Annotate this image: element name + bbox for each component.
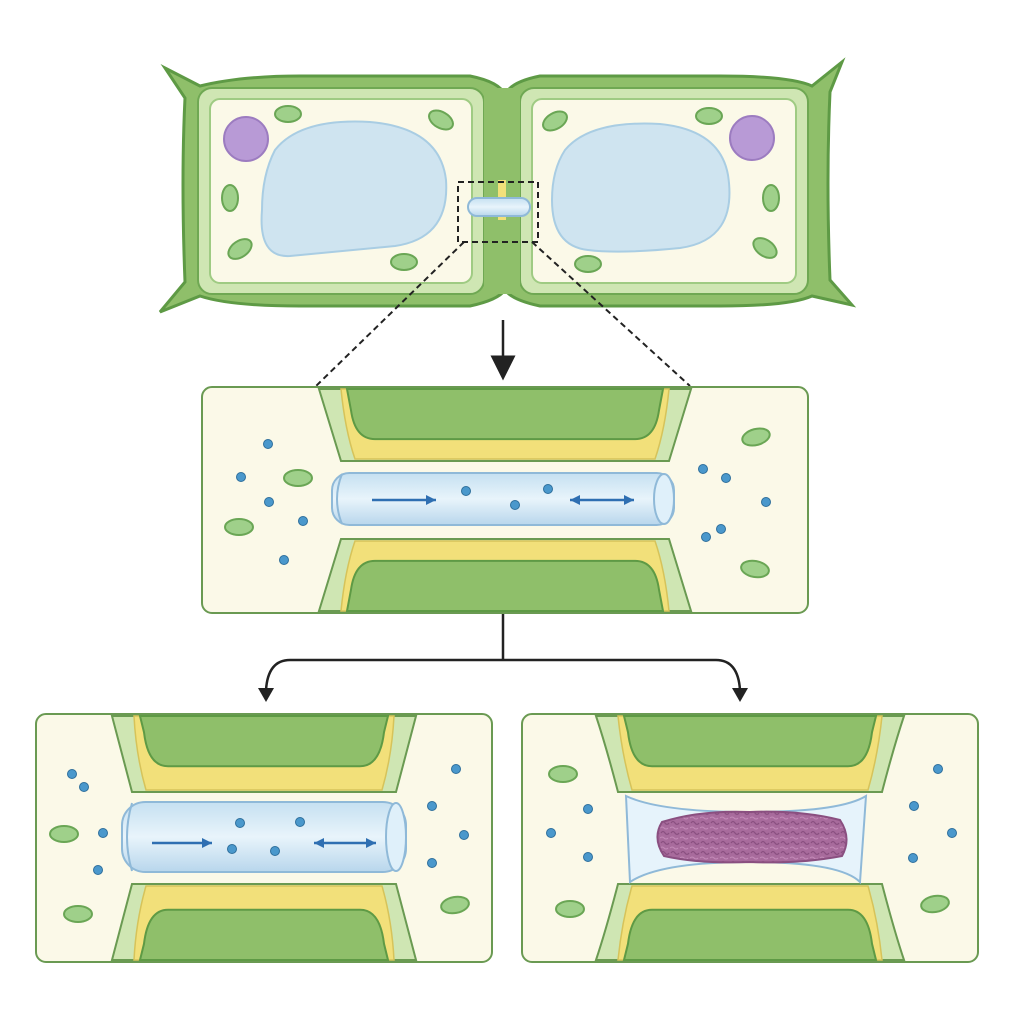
plasmodesma-tube [121, 801, 407, 873]
chloroplast [440, 895, 470, 915]
left-vacuole [260, 120, 448, 258]
molecule [698, 464, 708, 474]
plasmodesma-channel [467, 197, 531, 217]
molecule [235, 818, 245, 828]
molecule [427, 858, 437, 868]
chloroplast [390, 253, 418, 271]
cell-wall-bottom [622, 908, 878, 961]
chloroplast [63, 905, 93, 923]
open-plasmodesma-panel [35, 713, 493, 963]
tube-end-left [126, 802, 133, 872]
branch-arrow-left-head [258, 688, 274, 702]
chloroplast [752, 237, 778, 259]
blocked-plasmodesma-panel [521, 713, 979, 963]
molecule [451, 764, 461, 774]
molecule [947, 828, 957, 838]
chloroplast [695, 107, 723, 125]
chloroplast [428, 109, 454, 131]
tube-end [385, 802, 407, 872]
right-vacuole [550, 122, 731, 253]
molecule [716, 524, 726, 534]
chloroplast [274, 105, 302, 123]
molecule [236, 472, 246, 482]
molecule [761, 497, 771, 507]
chloroplast [555, 900, 585, 918]
chloroplast [762, 184, 780, 212]
molecule [427, 801, 437, 811]
molecule [98, 828, 108, 838]
callose-plug [656, 810, 848, 864]
chloroplast [920, 894, 950, 914]
chloroplast [741, 427, 771, 447]
molecule [227, 844, 237, 854]
transport-arrow-head [426, 495, 436, 505]
transport-arrow-head [366, 838, 376, 848]
molecule [583, 852, 593, 862]
zoom-connector-left [315, 241, 465, 387]
overview-panel [158, 57, 857, 314]
cell-wall-top [138, 715, 390, 768]
zoom-connector-right [531, 241, 691, 387]
molecule [295, 817, 305, 827]
molecule [79, 782, 89, 792]
cell-wall-top [622, 715, 878, 768]
transport-arrow-head [624, 495, 634, 505]
molecule [721, 473, 731, 483]
chloroplast [542, 110, 568, 132]
molecule [67, 769, 77, 779]
zoom-box [457, 181, 539, 243]
molecule [510, 500, 520, 510]
molecule [909, 801, 919, 811]
molecule [279, 555, 289, 565]
molecule [701, 532, 711, 542]
branch-arrow-right-head [732, 688, 748, 702]
tube-end-left [336, 473, 343, 525]
chloroplast [548, 765, 578, 783]
molecule [908, 853, 918, 863]
cell-wall-bottom [138, 908, 390, 961]
transport-arrow-head [570, 495, 580, 505]
tube-end [653, 473, 675, 525]
molecule [459, 830, 469, 840]
transport-arrow-head [202, 838, 212, 848]
chloroplast [283, 469, 313, 487]
chloroplast [740, 559, 770, 579]
molecule [270, 846, 280, 856]
molecule [264, 497, 274, 507]
cell-wall-top [345, 388, 665, 441]
right-nucleus [729, 115, 775, 161]
molecule [543, 484, 553, 494]
molecule [461, 486, 471, 496]
chloroplast [49, 825, 79, 843]
branch-connector [264, 614, 742, 691]
cell-wall-bottom [345, 559, 665, 612]
chloroplast [227, 238, 253, 260]
transport-arrow-head [314, 838, 324, 848]
chloroplast [221, 184, 239, 212]
chloroplast [574, 255, 602, 273]
molecule [93, 865, 103, 875]
molecule [933, 764, 943, 774]
molecule [298, 516, 308, 526]
chloroplast [224, 518, 254, 536]
molecule [263, 439, 273, 449]
molecule [546, 828, 556, 838]
left-nucleus [223, 116, 269, 162]
zoom-panel [201, 386, 809, 614]
molecule [583, 804, 593, 814]
